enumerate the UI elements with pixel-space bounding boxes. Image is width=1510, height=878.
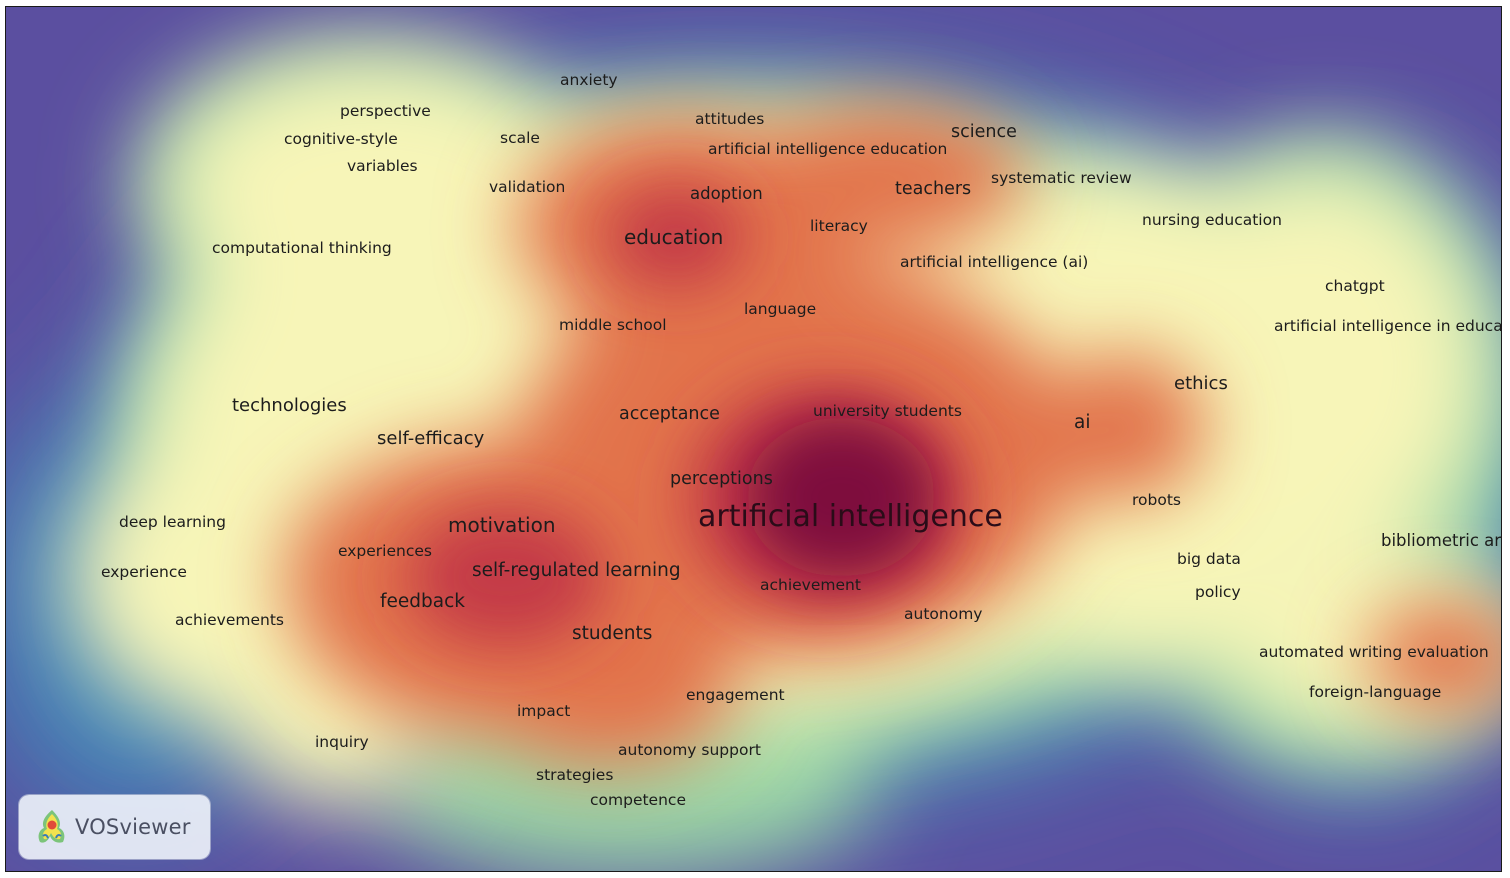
term-autonomy-support[interactable]: autonomy support [618,741,761,759]
term-competence[interactable]: competence [590,791,686,809]
term-artificial-intelligence[interactable]: artificial intelligence [698,499,1003,534]
term-automated-writing-evaluation[interactable]: automated writing evaluation [1259,643,1489,661]
density-blob [746,107,1026,247]
term-experience[interactable]: experience [101,563,187,581]
term-robots[interactable]: robots [1132,491,1181,509]
density-blob [606,187,746,287]
density-blob [406,507,606,647]
density-blob [1046,352,1206,502]
term-foreign-language[interactable]: foreign-language [1309,683,1442,701]
term-perceptions[interactable]: perceptions [670,469,773,489]
term-experiences[interactable]: experiences [338,542,432,560]
term-adoption[interactable]: adoption [690,184,763,203]
term-university-students[interactable]: university students [813,402,962,420]
term-science[interactable]: science [951,122,1017,142]
vosviewer-logo-icon [38,810,65,843]
vosviewer-badge: VOSviewer [19,795,210,859]
term-language[interactable]: language [744,300,817,318]
term-achievement[interactable]: achievement [760,576,861,594]
term-inquiry[interactable]: inquiry [315,733,369,751]
term-literacy[interactable]: literacy [810,217,868,235]
term-ethics[interactable]: ethics [1174,373,1228,394]
term-acceptance[interactable]: acceptance [619,404,720,424]
term-teachers[interactable]: teachers [895,179,972,199]
density-blob [1366,602,1501,712]
term-scale[interactable]: scale [500,129,540,147]
term-computational-thinking[interactable]: computational thinking [212,239,392,257]
term-strategies[interactable]: strategies [536,766,614,784]
term-big-data[interactable]: big data [1177,550,1241,568]
term-ai[interactable]: ai [1074,412,1091,433]
term-deep-learning[interactable]: deep learning [119,513,226,531]
term-students[interactable]: students [572,623,653,644]
term-artificial-intelligence-in-educa[interactable]: artificial intelligence in educa [1274,317,1502,335]
density-blob [376,697,876,871]
term-labels: artificial intelligence motivation self-re… [6,7,1501,871]
density-map[interactable]: artificial intelligence motivation self-re… [5,6,1502,872]
density-blob [746,417,936,577]
term-self-efficacy[interactable]: self-efficacy [377,428,485,449]
term-technologies[interactable]: technologies [232,395,347,416]
term-bibliometric-ar[interactable]: bibliometric ar [1381,531,1502,550]
term-motivation[interactable]: motivation [448,513,556,537]
term-engagement[interactable]: engagement [686,686,785,704]
term-validation[interactable]: validation [489,178,566,196]
term-self-regulated-learning[interactable]: self-regulated learning [472,560,681,581]
term-feedback[interactable]: feedback [380,591,465,612]
term-artificial-intelligence-ai[interactable]: artificial intelligence (ai) [900,253,1089,271]
density-heatmap [6,7,1501,871]
term-education[interactable]: education [624,225,724,249]
term-systematic-review[interactable]: systematic review [991,169,1132,187]
term-chatgpt[interactable]: chatgpt [1325,277,1385,295]
term-achievements[interactable]: achievements [175,611,285,629]
vosviewer-wordmark: VOSviewer [75,815,191,839]
term-middle-school[interactable]: middle school [559,316,667,334]
term-autonomy[interactable]: autonomy [904,605,983,623]
term-attitudes[interactable]: attitudes [695,110,765,128]
term-variables[interactable]: variables [347,157,418,175]
term-nursing-education[interactable]: nursing education [1142,211,1282,229]
term-cognitive-style[interactable]: cognitive-style [284,130,398,148]
term-perspective[interactable]: perspective [340,102,431,120]
term-policy[interactable]: policy [1195,583,1241,601]
density-blob [166,57,586,317]
term-anxiety[interactable]: anxiety [560,71,618,89]
term-impact[interactable]: impact [517,702,571,720]
density-blob [476,607,736,767]
term-artificial-intelligence-education[interactable]: artificial intelligence education [708,140,948,158]
